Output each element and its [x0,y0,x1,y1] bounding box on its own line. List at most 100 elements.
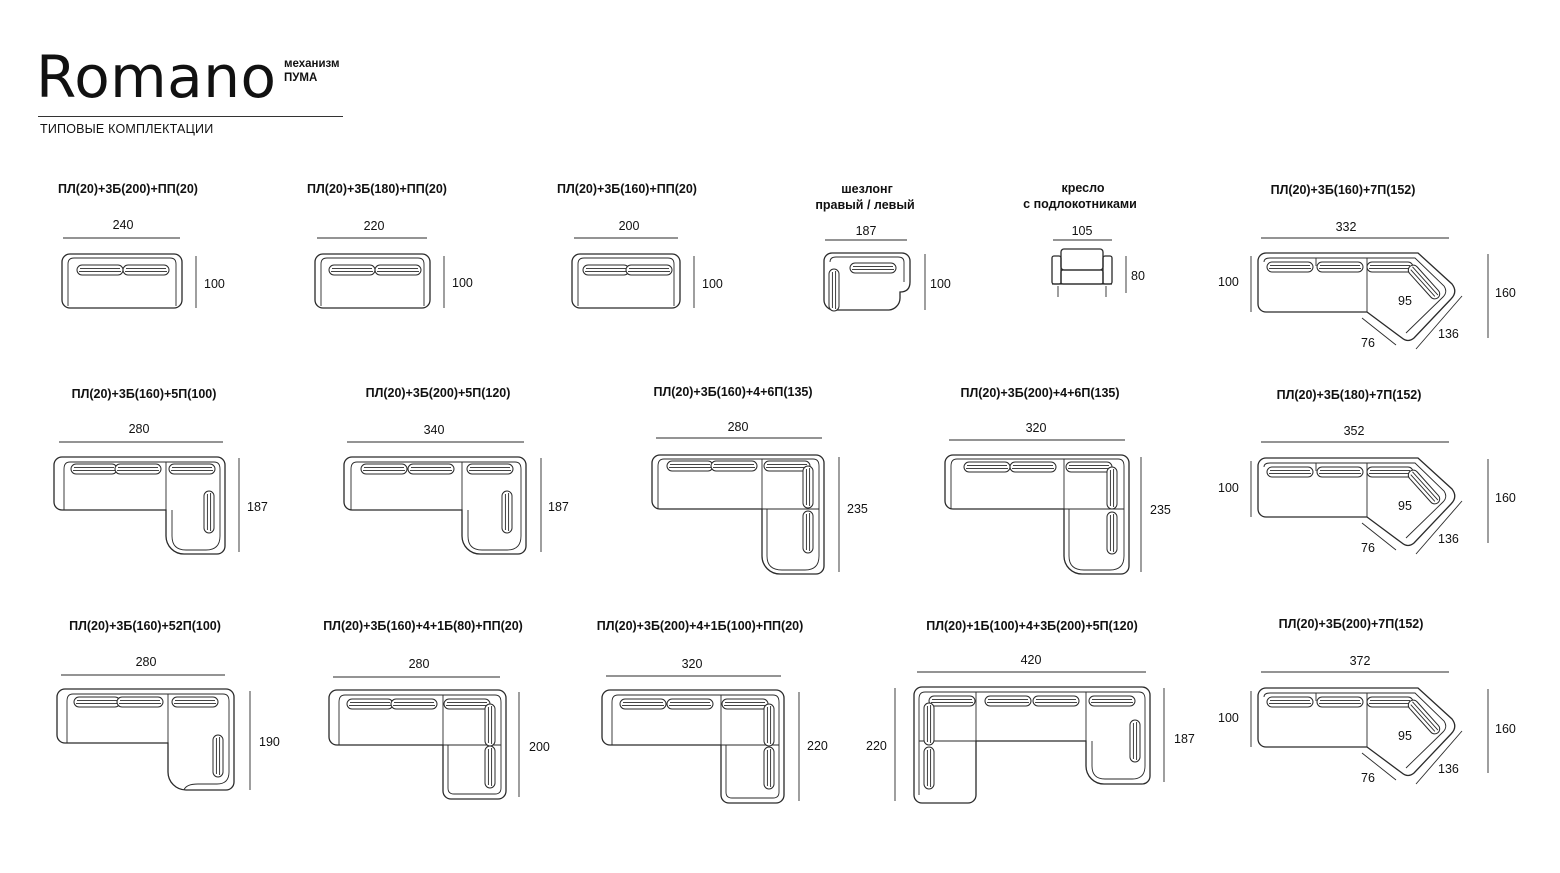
segment-a-value: 76 [1361,541,1375,555]
cushion [1088,695,1136,707]
cushion [721,698,769,710]
depth-value: 100 [204,277,225,291]
sofa-config-6: ПЛ(20)+3Б(160)+7П(152) 332 100 160 95 76… [1218,183,1516,350]
segment-b-value: 136 [1438,762,1459,776]
width-value: 240 [113,218,134,232]
brand-title: Romano [36,43,277,111]
cushion [1032,695,1080,707]
cushion [802,465,814,509]
width-value: 420 [1021,653,1042,667]
sofa-title: ПЛ(20)+3Б(200)+7П(152) [1279,617,1424,631]
sofa-config-12: ПЛ(20)+3Б(160)+52П(100) 280 190 [56,619,280,791]
cushion [360,463,408,475]
depth-value: 100 [702,277,723,291]
cushion [1266,261,1314,273]
sofa-title: ПЛ(20)+3Б(200)+5П(120) [366,386,511,400]
sofa-outline [571,253,681,309]
sofa-title-line2: правый / левый [815,198,914,212]
cushion [849,262,897,274]
cushion [73,696,121,708]
segment-a-value: 76 [1361,336,1375,350]
sofa-outline [53,456,226,555]
cushion [1316,261,1364,273]
cushion [116,696,164,708]
sofa-title: ПЛ(20)+3Б(160)+ПП(20) [557,182,697,196]
depth-value: 187 [247,500,268,514]
sofa-config-16: ПЛ(20)+3Б(200)+7П(152) 372 100 160 95 76… [1218,617,1516,785]
armchair-arm-right [1102,255,1113,285]
cushion [501,490,513,534]
sofa-config-1: ПЛ(20)+3Б(200)+ПП(20) 240 100 [58,182,225,309]
sofa-outline [651,454,825,575]
cushion [666,698,714,710]
depth-value: 190 [259,735,280,749]
mechanism-line2: ПУМА [284,72,318,84]
width-value: 280 [129,422,150,436]
cushion [390,698,438,710]
width-value: 200 [619,219,640,233]
sofa-outline [823,252,911,311]
cushion [923,702,935,746]
armchair-arm-left [1051,255,1062,285]
cushion [1366,466,1414,478]
cushion [1366,261,1414,273]
header-divider [38,116,343,117]
sofa-outline [343,456,527,555]
depth-value: 80 [1131,269,1145,283]
depth-value: 100 [452,276,473,290]
cushion [484,703,496,747]
cushion [122,264,170,276]
cushion [928,695,976,707]
sofa-title: ПЛ(20)+3Б(160)+52П(100) [69,619,221,633]
cushion [619,698,667,710]
cushion [763,746,775,790]
right-depth-value: 160 [1495,722,1516,736]
cushion [1266,696,1314,708]
right-depth-value: 160 [1495,491,1516,505]
width-value: 280 [409,657,430,671]
cushion [203,490,215,534]
width-value: 372 [1350,654,1371,668]
mechanism-label: механизм ПУМА [284,57,340,85]
segment-b-value: 136 [1438,532,1459,546]
cushion [1266,466,1314,478]
cushion [374,264,422,276]
cushion [763,703,775,747]
sofa-title-line1: кресло [1061,181,1104,195]
width-value: 332 [1336,220,1357,234]
mechanism-line1: механизм [284,58,340,70]
cushion [1065,461,1113,473]
segment-b-value: 136 [1438,327,1459,341]
sofa-outline [314,253,431,309]
sofa-outline [1257,252,1456,342]
sofa-config-8: ПЛ(20)+3Б(200)+5П(120) 340 187 [343,386,569,555]
cushion [625,264,673,276]
left-depth-value: 100 [1218,711,1239,725]
cushion [802,510,814,554]
sofa-title: ПЛ(20)+3Б(180)+7П(152) [1277,388,1422,402]
cushion [466,463,514,475]
cushion [407,463,455,475]
cushion [443,698,491,710]
width-value: 352 [1344,424,1365,438]
cushion [1316,696,1364,708]
sofa-config-11: ПЛ(20)+3Б(180)+7П(152) 352 100 160 95 76… [1218,388,1516,555]
cushion [963,461,1011,473]
cushion [212,734,224,778]
page-subtitle: ТИПОВЫЕ КОМПЛЕКТАЦИИ [40,122,214,136]
sofa-title: ПЛ(20)+3Б(200)+ПП(20) [58,182,198,196]
sofa-title: ПЛ(20)+3Б(160)+4+6П(135) [653,385,812,399]
sofa-config-2: ПЛ(20)+3Б(180)+ПП(20) 220 100 [307,182,473,309]
sofa-config-14: ПЛ(20)+3Б(200)+4+1Б(100)+ПП(20) 320 220 [597,619,828,804]
sofa-outline [601,689,785,804]
right-depth-value: 160 [1495,286,1516,300]
sofa-config-10: ПЛ(20)+3Б(200)+4+6П(135) 320 235 [944,386,1171,575]
cushion [1106,511,1118,555]
cushion [346,698,394,710]
cushion [1009,461,1057,473]
width-value: 320 [1026,421,1047,435]
left-depth-value: 220 [866,739,887,753]
width-value: 280 [136,655,157,669]
sofa-title: ПЛ(20)+3Б(160)+7П(152) [1271,183,1416,197]
